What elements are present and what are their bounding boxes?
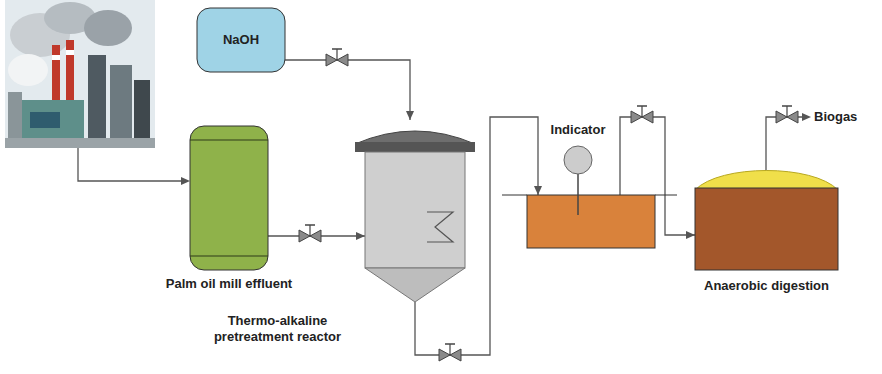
anaerobic-digester: Anaerobic digestion <box>695 188 838 270</box>
shape-outline <box>190 126 268 270</box>
valve-symbol <box>299 225 321 242</box>
smoke-cloud <box>84 10 132 46</box>
reactor-cone <box>365 268 465 302</box>
tank-body <box>197 8 285 72</box>
node-label: Palm oil mill effluent <box>150 276 308 292</box>
shape-outline <box>365 120 465 302</box>
gas-dome <box>695 171 838 191</box>
factory-window <box>30 112 60 128</box>
naoh-tank: NaOH <box>197 8 285 72</box>
valve-body <box>326 54 337 66</box>
valve-body <box>776 111 787 123</box>
effluent-tank: Palm oil mill effluent <box>190 126 268 270</box>
valve-body <box>787 111 798 123</box>
shape-outline <box>527 195 655 248</box>
valve-handle <box>305 224 315 226</box>
ground-strip <box>5 138 155 148</box>
reactor-flange <box>355 142 475 152</box>
valve-stem <box>641 106 642 117</box>
valve-handle <box>637 105 647 107</box>
probe-stem <box>577 174 579 215</box>
factory-background <box>5 0 155 148</box>
valve-stem <box>786 106 787 117</box>
output-label: Biogas <box>814 109 857 125</box>
valve-handle <box>782 105 792 107</box>
tank-rim <box>655 195 677 196</box>
indicator-tank-body <box>527 195 655 248</box>
building <box>88 55 106 140</box>
node-label: Anaerobic digestion <box>675 278 858 294</box>
building <box>110 65 132 140</box>
valve-stem <box>336 49 337 60</box>
valve-body <box>337 54 348 66</box>
valve-body <box>299 230 310 242</box>
tank-rim <box>502 195 527 196</box>
chimney <box>66 40 74 105</box>
reactor-body <box>365 152 465 268</box>
digester-body <box>695 188 838 270</box>
valve-body <box>310 230 321 242</box>
smoke-cloud <box>8 54 48 86</box>
feed-pipe <box>78 148 186 181</box>
valve-symbol <box>776 106 798 123</box>
node-label: Indicator <box>538 122 618 138</box>
valve-handle <box>445 343 455 345</box>
valve-symbol <box>631 106 653 123</box>
heating-coil <box>427 212 453 242</box>
tank-seam <box>190 139 268 140</box>
valve-body <box>450 349 461 361</box>
pretreatment-reactor: Thermo-alkaline pretreatment reactor <box>365 120 465 302</box>
valve-body <box>439 349 450 361</box>
cooling-tower <box>8 92 22 140</box>
node-label: NaOH <box>197 8 285 72</box>
chimney-stripe <box>66 50 74 55</box>
node-label: Thermo-alkaline pretreatment reactor <box>200 313 355 345</box>
indicator-tank: Indicator <box>527 195 655 248</box>
valve-stem <box>309 225 310 236</box>
valve-stem <box>449 344 450 355</box>
valve-handle <box>332 48 342 50</box>
valve-body <box>642 111 653 123</box>
pipe-connector <box>285 60 410 120</box>
chimney-stripe <box>52 55 60 60</box>
valve-symbol <box>326 49 348 66</box>
tank-body <box>190 126 268 270</box>
arrow-head <box>181 177 190 185</box>
shape-outline <box>695 188 838 270</box>
indicator-gauge <box>564 146 592 174</box>
arrow-head <box>802 113 811 121</box>
tank-seam <box>190 255 268 256</box>
building <box>14 100 84 140</box>
building <box>134 80 150 140</box>
valve-symbol <box>439 344 461 361</box>
factory-illustration <box>5 0 155 148</box>
chimney <box>52 45 60 105</box>
biogas-pipe <box>766 117 806 171</box>
valve-body <box>631 111 642 123</box>
